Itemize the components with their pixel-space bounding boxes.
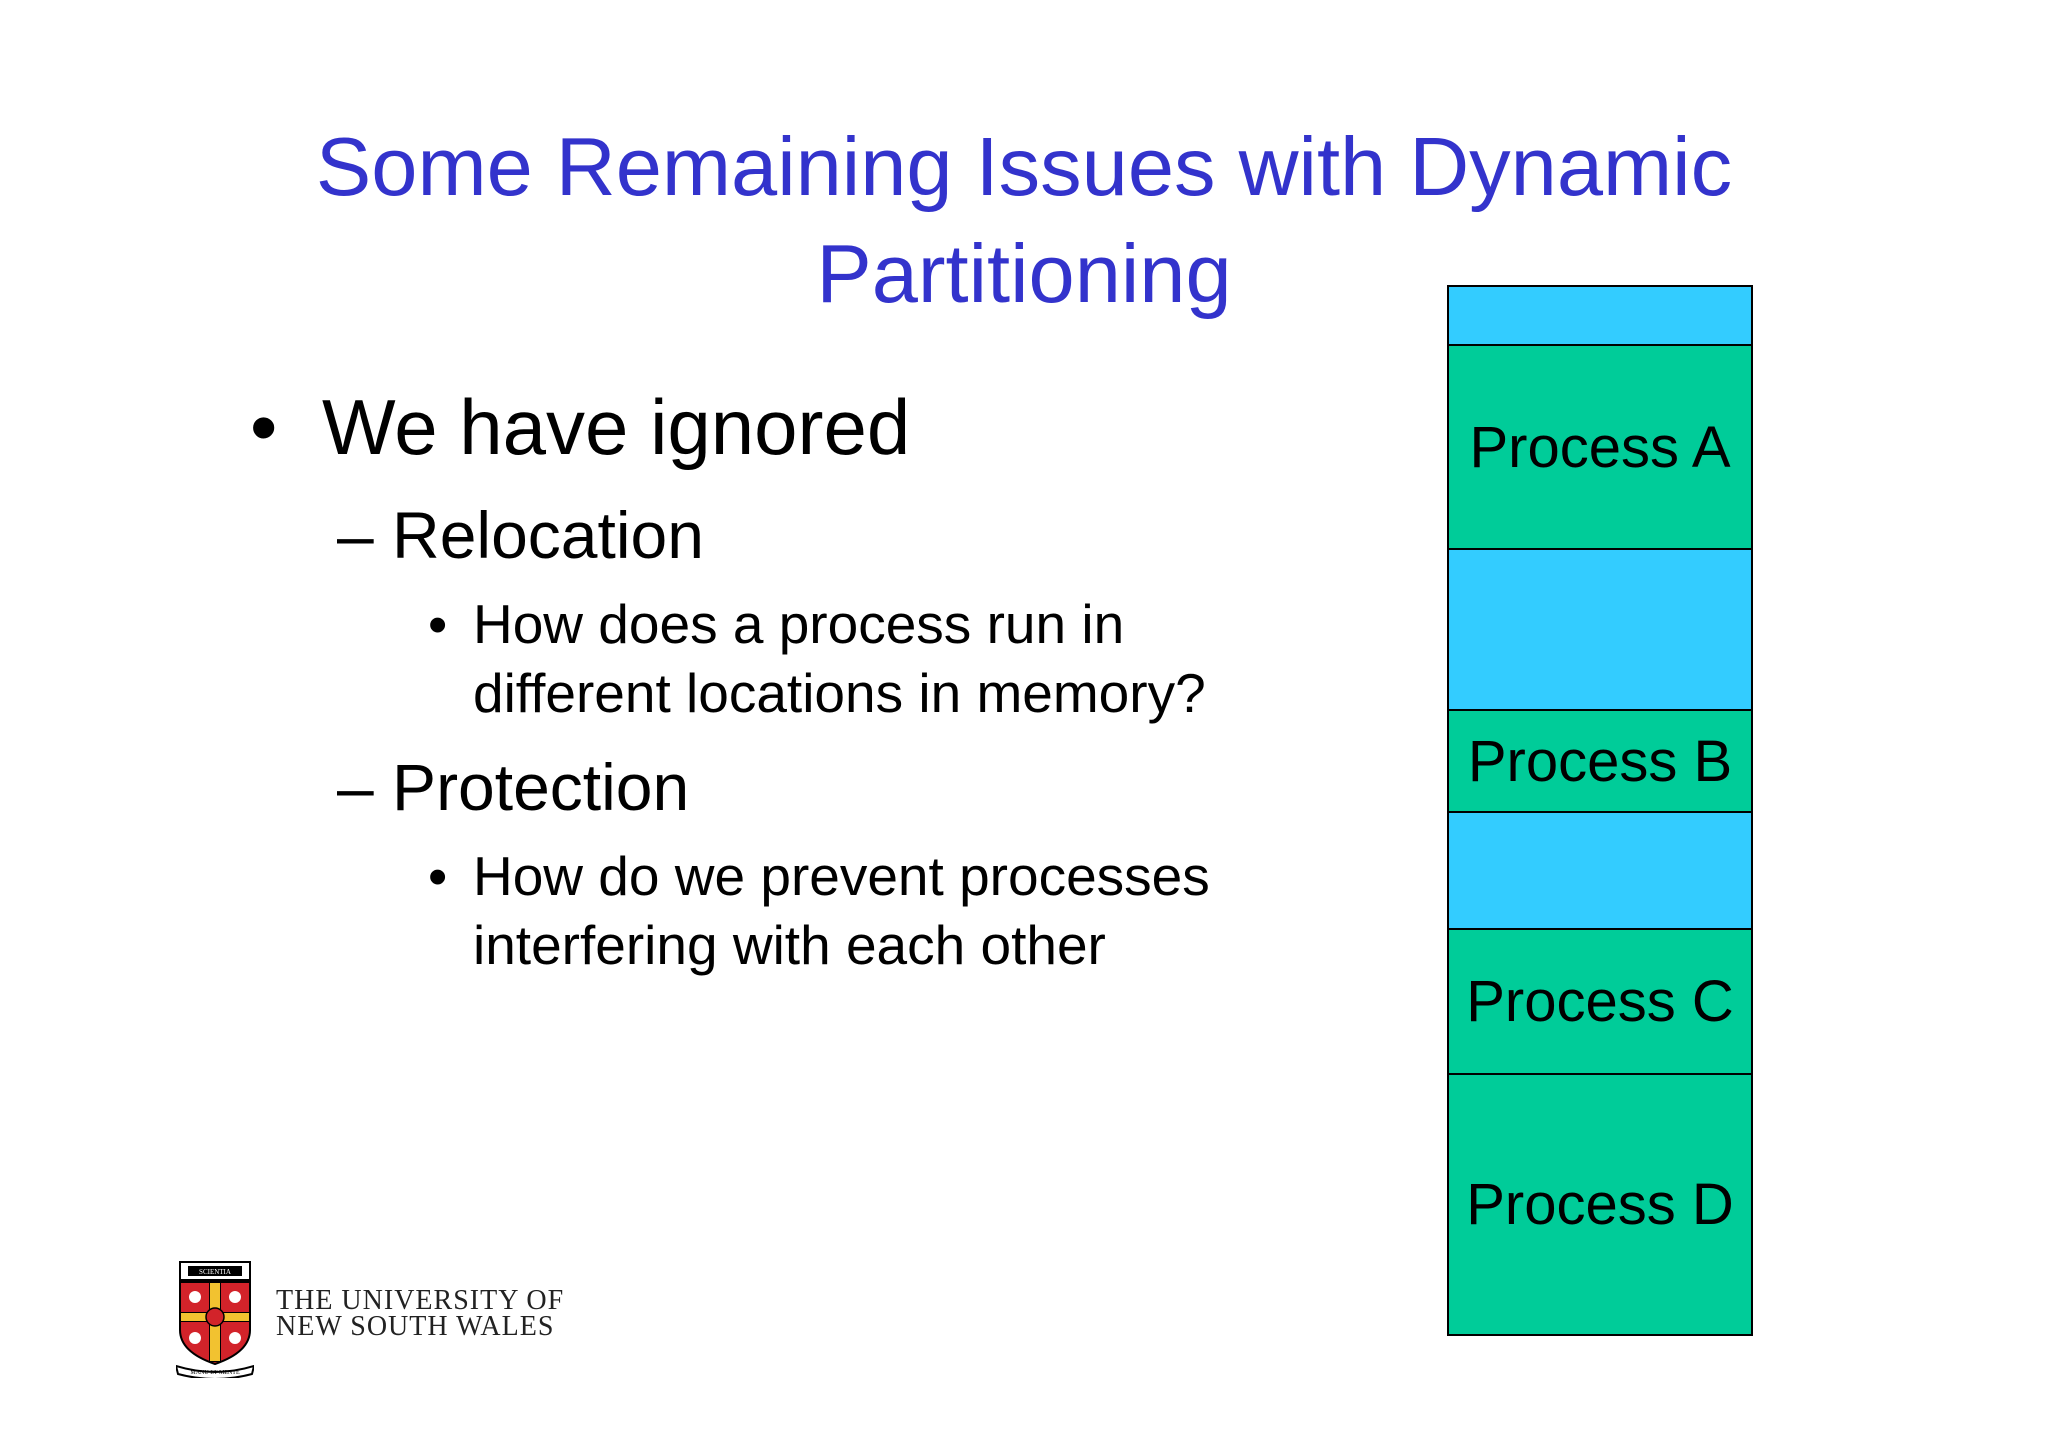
detail-relocation: • How does a process run in different lo…: [428, 590, 1206, 728]
detail-protection-line-1: How do we prevent processes: [473, 845, 1210, 907]
memory-free-segment: [1449, 287, 1751, 346]
sub-bullet-protection: – Protection: [337, 750, 690, 824]
memory-free-segment: [1449, 550, 1751, 711]
memory-process-c: Process C: [1449, 930, 1751, 1075]
university-crest-icon: SCIENTIA MANU ET MENTE: [176, 1261, 254, 1378]
memory-layout-diagram: Process A Process B Process C Process D: [1447, 285, 1753, 1336]
memory-process-d: Process D: [1449, 1075, 1751, 1334]
bullet-main: •We have ignored: [250, 388, 910, 466]
svg-text:MANU ET MENTE: MANU ET MENTE: [190, 1370, 240, 1376]
university-name-line-1: THE UNIVERSITY OF: [276, 1285, 565, 1316]
memory-process-a: Process A: [1449, 346, 1751, 550]
slide-title-line-1: Some Remaining Issues with Dynamic: [315, 120, 1733, 213]
svg-text:SCIENTIA: SCIENTIA: [199, 1268, 231, 1276]
slide-title-line-2: Partitioning: [816, 227, 1232, 320]
university-name-line-2: NEW SOUTH WALES: [276, 1311, 555, 1342]
detail-protection-line-2: interfering with each other: [473, 914, 1106, 976]
detail-bullet-mark: •: [428, 845, 448, 907]
bullet-mark: •: [250, 383, 278, 471]
detail-relocation-line-2: different locations in memory?: [473, 662, 1206, 724]
memory-process-b: Process B: [1449, 711, 1751, 813]
detail-protection: • How do we prevent processes interferin…: [428, 842, 1210, 980]
detail-bullet-mark: •: [428, 593, 448, 655]
bullet-main-text: We have ignored: [322, 383, 911, 471]
detail-relocation-line-1: How does a process run in: [473, 593, 1125, 655]
sub-bullet-relocation: – Relocation: [337, 498, 704, 572]
memory-free-segment: [1449, 813, 1751, 930]
